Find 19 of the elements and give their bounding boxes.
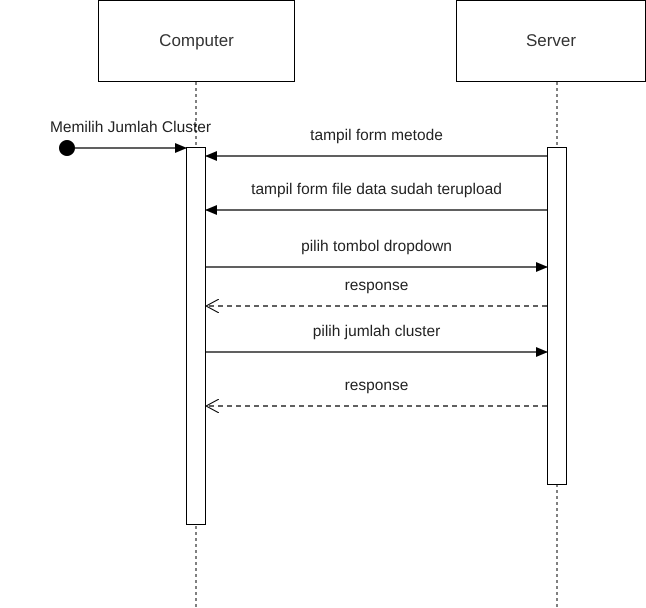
message-arrow [205, 205, 547, 215]
message-label: pilih tombol dropdown [301, 238, 452, 256]
message-label: response [344, 277, 408, 295]
start-dot [59, 140, 75, 156]
message-label: pilih jumlah cluster [312, 323, 440, 341]
message-label: tampil form metode [310, 127, 443, 145]
return-arrow [206, 398, 547, 414]
activation-bar [547, 147, 567, 485]
message-arrow [206, 262, 548, 272]
activation-bar [186, 147, 206, 525]
message-label: tampil form file data sudah terupload [251, 181, 502, 199]
message-label: response [344, 377, 408, 395]
lifeline-header: Computer [98, 0, 295, 82]
message-label: Memilih Jumlah Cluster [50, 119, 212, 137]
message-arrow [205, 151, 547, 161]
message-arrow [206, 347, 548, 357]
lifeline-header: Server [456, 0, 646, 82]
message-arrow [75, 143, 187, 153]
return-arrow [206, 298, 547, 314]
